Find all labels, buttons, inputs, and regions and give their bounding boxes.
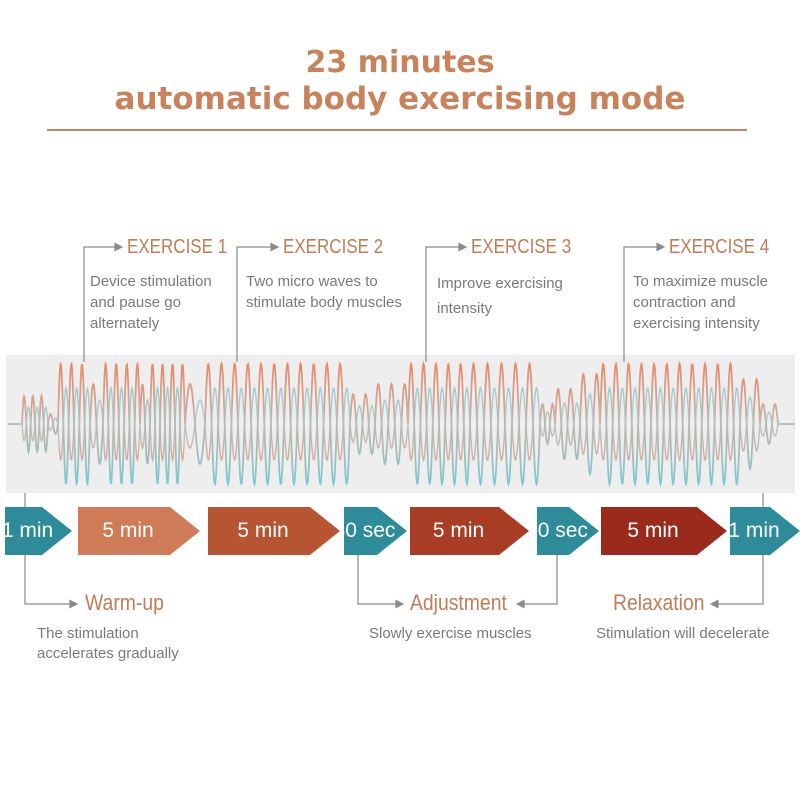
- exercise-2-desc-line: stimulate body muscles: [246, 294, 402, 311]
- arrowhead-icon: [515, 599, 525, 609]
- warm-up-desc-line: accelerates gradually: [37, 645, 179, 662]
- exercise-1-connector: [83, 246, 118, 362]
- exercise-3-description: Improve exercising intensity: [437, 271, 563, 321]
- relaxation-desc-line: Stimulation will decelerate: [596, 625, 770, 642]
- segment-label: 1 min: [1, 519, 54, 542]
- exercise-2-desc-line: Two micro waves to: [246, 273, 378, 290]
- exercise-1-title: EXERCISE 1: [127, 236, 228, 258]
- segment-label: 30 sec: [526, 519, 588, 542]
- page-title-line-1: 23 minutes: [305, 45, 495, 80]
- exercise-2-title: EXERCISE 2: [283, 236, 384, 258]
- exercise-2-connector: [236, 246, 274, 362]
- exercise-1-desc-line: and pause go: [90, 294, 181, 311]
- segment-label: 5 min: [102, 519, 154, 542]
- segment-label: 5 min: [237, 519, 289, 542]
- adjustment-desc-line: Slowly exercise muscles: [369, 625, 532, 642]
- relaxation-description: Stimulation will decelerate: [596, 624, 769, 644]
- exercise-1-description: Device stimulation and pause go alternat…: [90, 271, 212, 334]
- exercise-3-connector: [425, 246, 462, 362]
- adjustment-connector-left: [357, 553, 398, 605]
- exercise-4-desc-line: contraction and: [633, 294, 736, 311]
- arrowhead-icon: [114, 242, 124, 252]
- segment-label: 5 min: [432, 519, 485, 542]
- exercise-3-desc-line: intensity: [437, 300, 493, 317]
- arrowhead-icon: [458, 242, 468, 252]
- exercise-4-title: EXERCISE 4: [669, 236, 770, 258]
- arrowhead-icon: [395, 599, 405, 609]
- timeline-segment: 5 min: [78, 507, 200, 555]
- warm-up-title: Warm-up: [85, 590, 164, 615]
- segment-label: 1 min: [728, 519, 780, 542]
- arrowhead-icon: [656, 242, 666, 252]
- timeline-segment: 5 min: [601, 507, 727, 555]
- waveform-trace-secondary: [8, 385, 795, 463]
- adjustment-description: Slowly exercise muscles: [369, 624, 532, 644]
- exercise-4-desc-line: To maximize muscle: [633, 273, 769, 290]
- arrowhead-icon: [709, 599, 719, 609]
- page-title-line-2: automatic body exercising mode: [114, 81, 686, 117]
- arrowhead-icon: [270, 242, 280, 252]
- segment-label: 30 sec: [333, 519, 396, 542]
- exercise-3-title: EXERCISE 3: [471, 236, 572, 258]
- warm-up-description: The stimulation accelerates gradually: [37, 624, 179, 664]
- exercise-4-description: To maximize muscle contraction and exerc…: [633, 271, 768, 334]
- adjustment-title: Adjustment: [410, 590, 507, 615]
- segment-label: 5 min: [627, 519, 679, 542]
- exercise-1-desc-line: Device stimulation: [90, 273, 212, 290]
- arrowhead-icon: [69, 599, 79, 609]
- warm-up-desc-line: The stimulation: [37, 625, 139, 642]
- title-divider: [47, 129, 747, 131]
- exercise-1-desc-line: alternately: [90, 315, 160, 332]
- exercise-4-connector: [623, 246, 660, 362]
- exercise-connectors: [83, 242, 666, 362]
- timeline-segment: 5 min: [208, 507, 340, 555]
- exercise-2-description: Two micro waves to stimulate body muscle…: [246, 271, 402, 313]
- exercise-4-desc-line: exercising intensity: [633, 315, 760, 332]
- exercise-3-desc-line: Improve exercising: [437, 275, 563, 292]
- relaxation-title: Relaxation: [613, 590, 705, 615]
- adjustment-connector-right: [522, 553, 558, 605]
